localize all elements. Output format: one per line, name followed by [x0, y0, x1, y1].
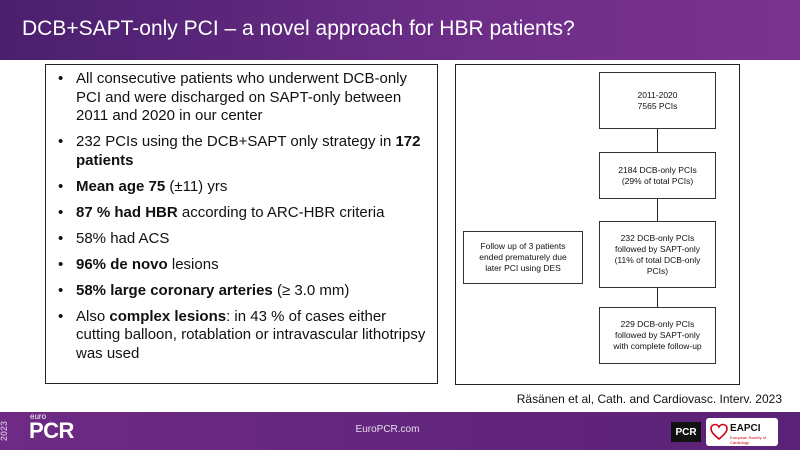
bullet-item: 96% de novo lesions — [58, 256, 429, 275]
bullet-text-bold: Mean age 75 — [76, 177, 166, 195]
slide-header: DCB+SAPT-only PCI – a novel approach for… — [0, 0, 800, 60]
bullet-text: 58% had ACS — [76, 229, 170, 247]
flow-node-line: 2184 DCB-only PCIs — [618, 164, 697, 175]
footer-website: EuroPCR.com — [355, 424, 420, 435]
bullet-text: (±11) yrs — [165, 177, 228, 195]
eapci-subtitle: European Society of Cardiology — [730, 435, 767, 445]
citation: Räsänen et al, Cath. and Cardiovasc. Int… — [516, 392, 782, 406]
bullet-text-bold: complex lesions — [109, 307, 227, 325]
flow-node-line: 232 DCB-only PCIs — [620, 232, 695, 243]
slide-title: DCB+SAPT-only PCI – a novel approach for… — [22, 17, 575, 40]
bullet-text: Also — [76, 307, 110, 325]
flow-edge-sapt-followup — [656, 288, 658, 307]
bullet-text: lesions — [167, 255, 219, 273]
flow-node-line: followed by SAPT-only — [614, 330, 701, 340]
flow-node-line: ended prematurely due — [479, 252, 567, 262]
bullet-text-bold: 58% large coronary arteries — [76, 281, 273, 299]
bullet-item: Also complex lesions: in 43 % of cases e… — [58, 308, 429, 364]
flow-node-line: (11% of total DCB-only — [614, 254, 701, 265]
heart-icon — [710, 423, 728, 441]
flow-edge-dcb-sapt — [656, 199, 658, 221]
footer-bar: 2023 — [0, 412, 800, 450]
key-findings-box: All consecutive patients who underwent D… — [45, 64, 438, 384]
bullet-text-bold: 172 patients — [76, 133, 421, 169]
flow-node-line: Follow up of 3 patients — [480, 241, 566, 251]
bullet-item: 87 % had HBR according to ARC-HBR criter… — [58, 204, 429, 223]
bullet-text-bold: 96% de novo — [76, 255, 168, 273]
flow-edge-total-dcb — [656, 129, 658, 152]
bullet-text: All consecutive patients who underwent D… — [76, 70, 408, 124]
flow-node-line: 7565 PCIs — [637, 100, 678, 111]
flow-node-line: 2011-2020 — [637, 89, 678, 100]
flow-node-line: later PCI using DES — [485, 263, 561, 273]
pcr-badge-logo: PCR — [671, 422, 701, 442]
bullet-text-bold: 87 % had HBR — [76, 203, 178, 221]
europcr-logo: PCR — [29, 418, 74, 443]
flow-node-line: PCIs) — [646, 265, 669, 276]
bullet-item: All consecutive patients who underwent D… — [58, 70, 429, 126]
bullet-list: All consecutive patients who underwent D… — [46, 65, 437, 363]
bullet-text: : in 43 % of cases either cutting balloo… — [76, 307, 426, 362]
eapci-label: EAPCI — [730, 423, 761, 434]
flow-node-dcb-only: 2184 DCB-only PCIs(29% of total PCIs) — [599, 152, 716, 199]
bullet-text: (≥ 3.0 mm) — [272, 281, 350, 299]
bullet-item: 58% had ACS — [58, 230, 429, 249]
bullet-item: 58% large coronary arteries (≥ 3.0 mm) — [58, 282, 429, 301]
bullet-text: 232 PCIs using the DCB+SAPT only strateg… — [76, 133, 396, 150]
flow-node-text: 2184 DCB-only PCIs(29% of total PCIs) — [618, 165, 696, 187]
flow-node-line: 229 DCB-only PCIs — [620, 319, 695, 329]
flow-node-line: with complete follow-up — [613, 341, 702, 351]
bullet-item: 232 PCIs using the DCB+SAPT only strateg… — [58, 133, 429, 170]
flow-node-line: followed by SAPT-only — [614, 243, 701, 254]
bullet-text: according to ARC-HBR criteria — [177, 203, 385, 221]
flow-node-line: (29% of total PCIs) — [621, 175, 694, 186]
eapci-logo: EAPCI European Society of Cardiology — [706, 418, 778, 446]
bullet-item: Mean age 75 (±11) yrs — [58, 178, 429, 197]
europcr-logo-prefix: euro — [30, 412, 47, 421]
